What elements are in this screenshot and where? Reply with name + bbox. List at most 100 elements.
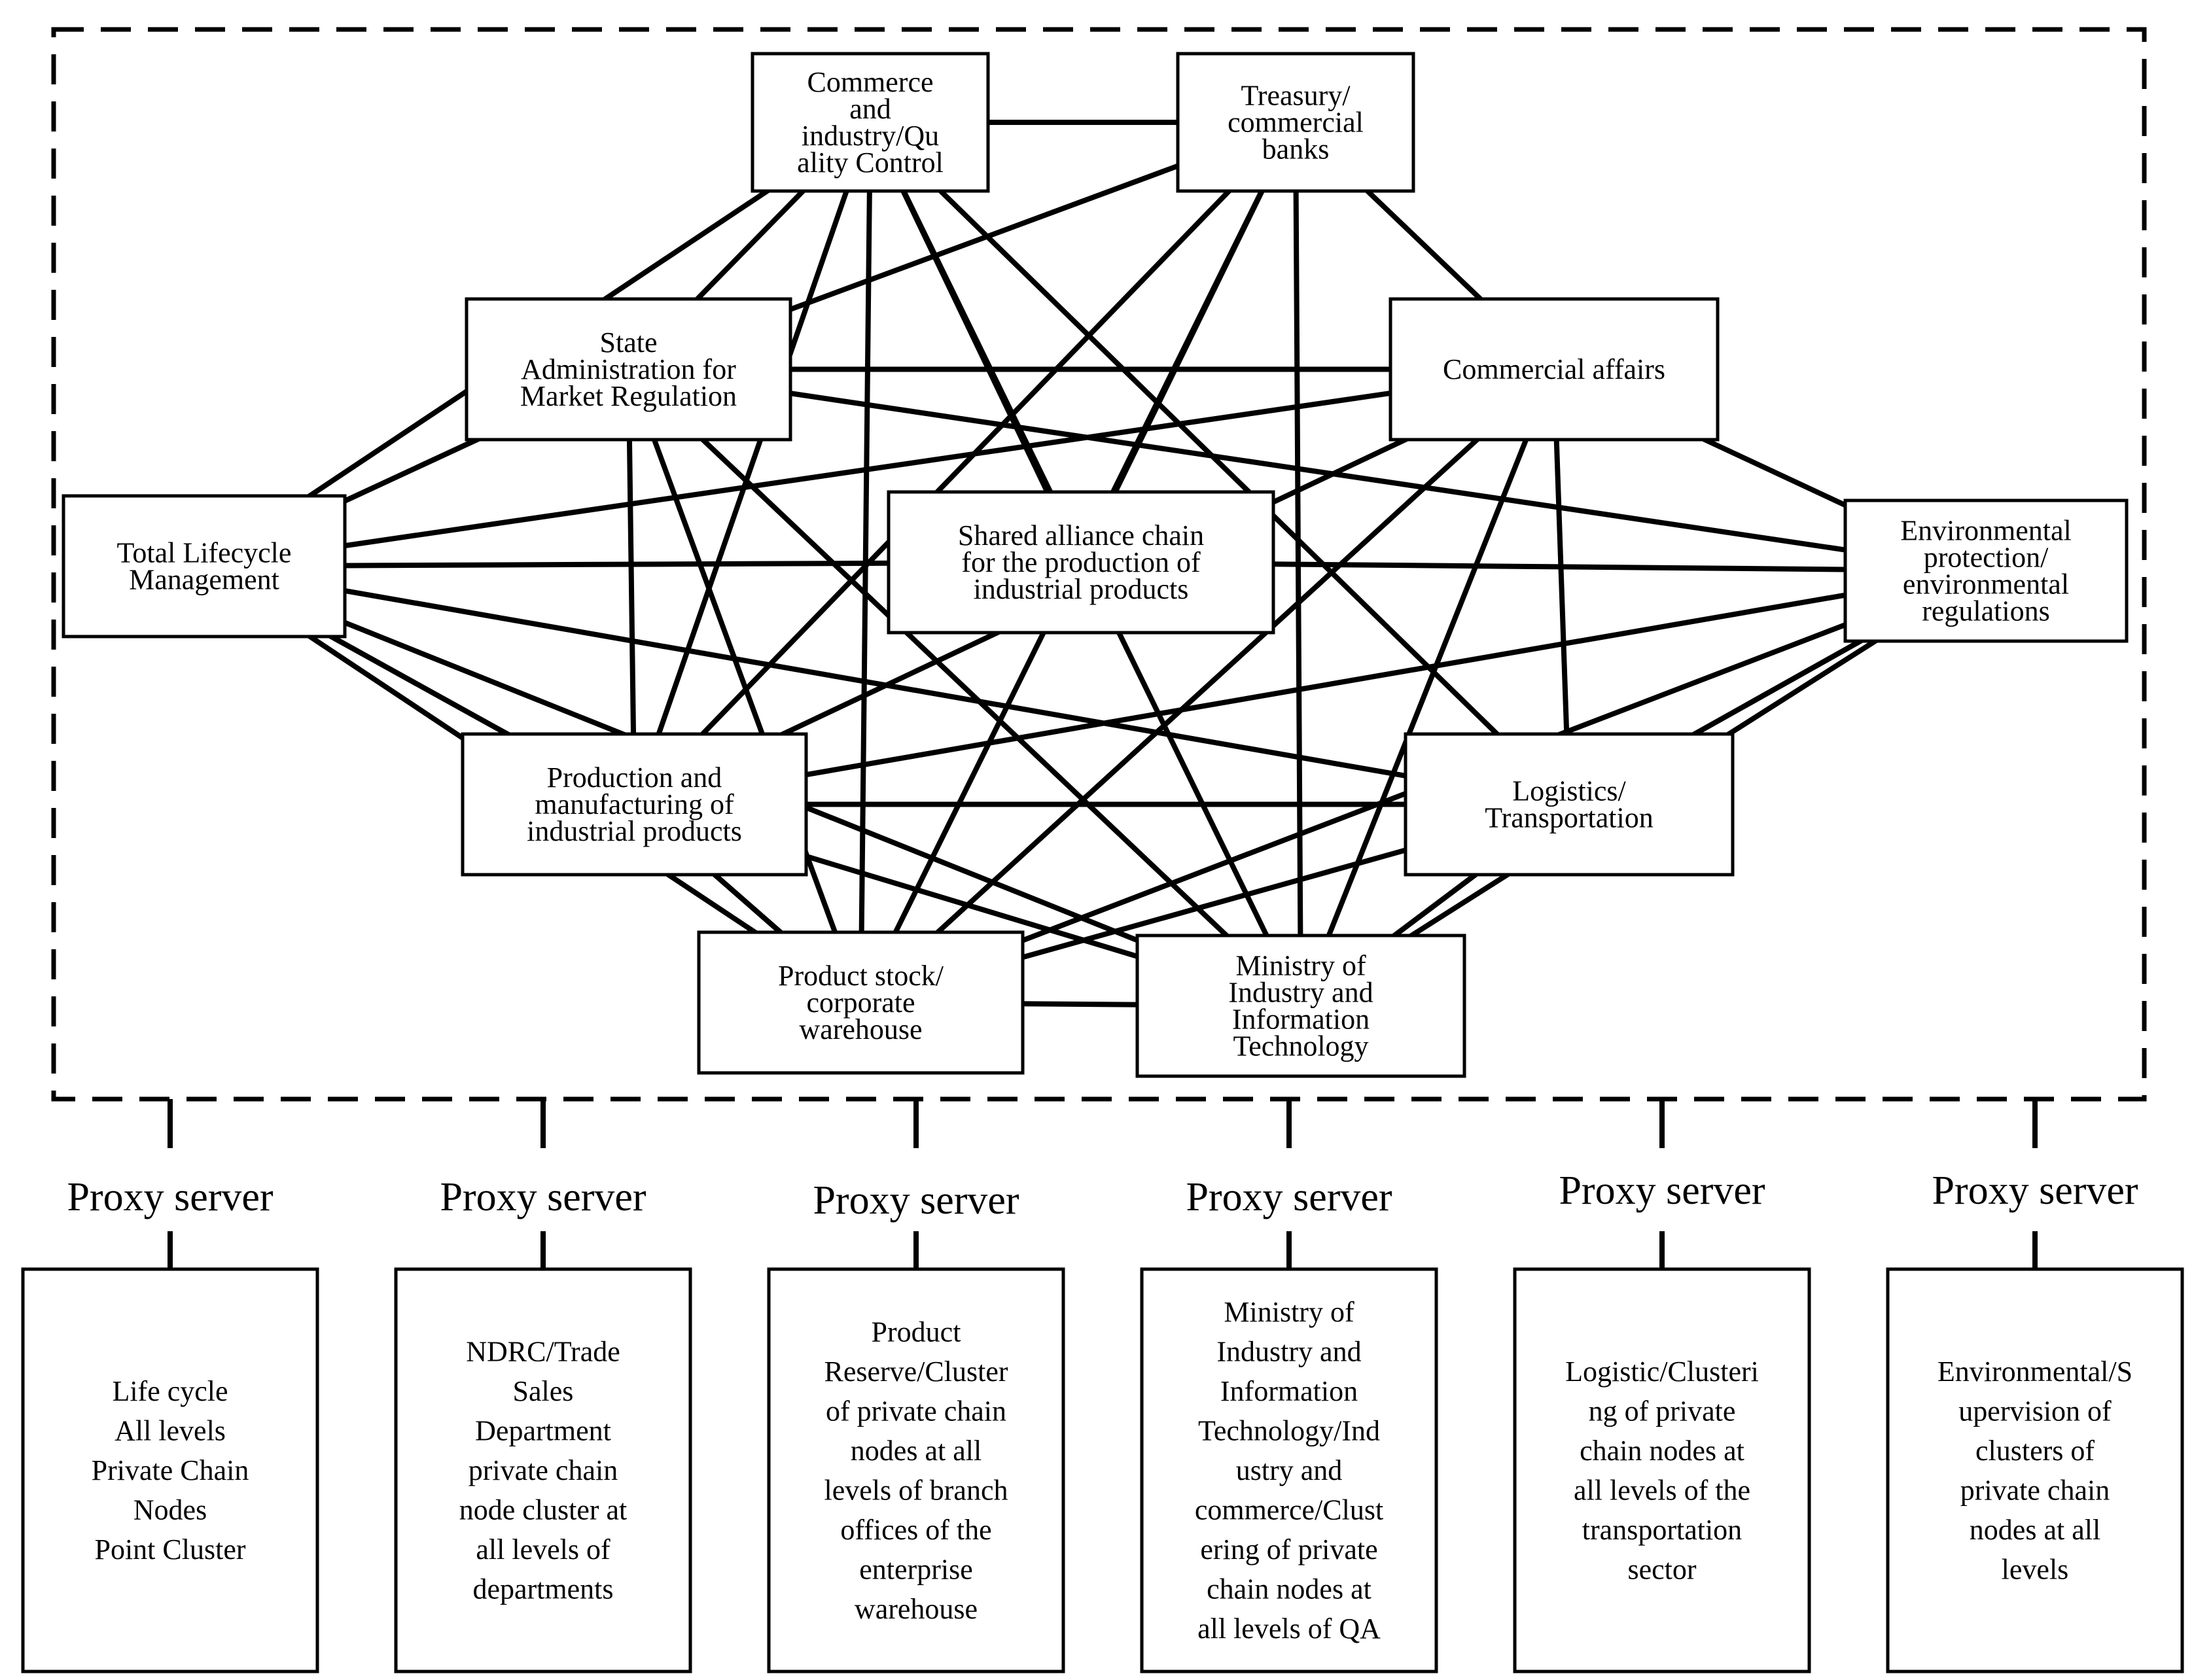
node-box	[1404, 732, 1735, 877]
cluster-label-line: NDRC/Trade	[466, 1336, 620, 1368]
cluster-label-line: Ministry of	[1224, 1296, 1354, 1328]
node-label-line: industrial products	[527, 815, 742, 847]
cluster-box	[21, 1267, 319, 1673]
cluster-label-line: commerce/Clust	[1195, 1494, 1383, 1526]
cluster-label-line: chain nodes at	[1207, 1573, 1371, 1605]
node-box	[62, 494, 347, 639]
cluster-box	[1513, 1267, 1811, 1673]
node-label-line: Total Lifecycle	[117, 537, 292, 569]
node-box	[465, 297, 792, 442]
proxy-servers: Proxy server Proxy server Proxy server Prox…	[67, 1099, 2138, 1269]
cluster-label-line: Logistic/Clusteri	[1565, 1356, 1759, 1388]
node-label-line: for the production of	[961, 546, 1201, 578]
node-ca: Commercial affairs	[1389, 297, 1720, 442]
node-label-line: commercial	[1228, 107, 1364, 139]
cluster-label-line: Product	[872, 1316, 961, 1348]
cluster-label-line: Technology/Ind	[1198, 1415, 1380, 1447]
node-box	[751, 52, 990, 193]
cluster-label-line: ustry and	[1236, 1454, 1343, 1486]
cluster-label-line: nodes at all	[1970, 1514, 2100, 1546]
node-label-line: Treasury/	[1241, 80, 1351, 112]
cluster-label-line: private chain	[1960, 1474, 2110, 1506]
node-label-line: Technology	[1233, 1030, 1368, 1062]
edge-ep-pm	[631, 568, 1989, 807]
proxy-server-label: Proxy server	[1186, 1175, 1392, 1219]
node-label-line: industrial products	[974, 573, 1189, 605]
node-label-line: Product stock/	[778, 960, 944, 992]
proxy-server-label: Proxy server	[440, 1175, 646, 1219]
proxy-server-label: Proxy server	[1559, 1168, 1765, 1213]
cluster-label-line: ering of private	[1200, 1533, 1377, 1566]
edge-sa-ps	[626, 366, 864, 1006]
cluster-label-line: Reserve/Cluster	[824, 1356, 1008, 1388]
node-label-line: environmental	[1903, 569, 2069, 601]
cluster-box	[1140, 1267, 1438, 1673]
cluster-label-line: chain nodes at	[1580, 1435, 1744, 1467]
proxy-server-label: Proxy server	[67, 1175, 273, 1219]
node-box	[1389, 297, 1720, 442]
cluster-label-line: all levels of the	[1574, 1474, 1750, 1506]
node-label-line: Logistics/	[1512, 775, 1626, 807]
node-label-line: ality Control	[797, 147, 944, 179]
cluster-label-line: all levels of QA	[1197, 1613, 1381, 1645]
node-box	[697, 930, 1025, 1075]
edge-ca-tl	[202, 366, 1557, 569]
cluster-label-line: ng of private	[1589, 1395, 1736, 1427]
edge-sa-mi	[626, 366, 1303, 1009]
node-box	[461, 732, 808, 877]
node-box	[887, 490, 1275, 635]
node-label-line: corporate	[806, 987, 915, 1019]
node-label-line: warehouse	[799, 1013, 922, 1045]
cluster-label-line: all levels of	[476, 1533, 610, 1566]
node-label-line: Ministry of	[1235, 950, 1366, 982]
cluster-label-line: warehouse	[855, 1593, 978, 1625]
cluster-label-line: of private chain	[826, 1395, 1006, 1427]
cluster-label-line: Sales	[513, 1375, 574, 1407]
node-box	[1176, 52, 1415, 193]
cluster-box	[1886, 1267, 2184, 1673]
node-label-line: Environmental	[1900, 515, 2072, 547]
cluster-label-line: enterprise	[859, 1553, 972, 1585]
cluster-label-line: private chain	[469, 1454, 618, 1486]
cluster-label-line: Private Chain	[92, 1454, 249, 1486]
cluster-label-line: Environmental/S	[1937, 1356, 2132, 1388]
cluster-label-line: levels	[2002, 1553, 2069, 1585]
cluster-label-line: Industry and	[1216, 1336, 1361, 1368]
cluster-box	[767, 1267, 1065, 1673]
blockchain-network-frame	[51, 27, 2147, 1102]
cluster-label-line: Life cycle	[112, 1375, 228, 1407]
cluster-label-line: Information	[1220, 1375, 1358, 1407]
cluster-c4: Ministry of Industry andInformationTechno…	[1140, 1267, 1438, 1673]
cluster-label-line: nodes at all	[851, 1435, 982, 1467]
node-label-line: protection/	[1924, 542, 2049, 574]
proxy-server-label: Proxy server	[1932, 1168, 2138, 1213]
node-box	[1843, 499, 2129, 643]
cluster-label-line: Department	[475, 1415, 611, 1447]
node-label-line: Market Regulation	[520, 380, 737, 412]
node-label-line: Transportation	[1485, 802, 1654, 834]
cluster-label-line: transportation	[1582, 1514, 1742, 1546]
edge-cq-sh	[868, 120, 1084, 565]
edge-ca-ps	[858, 366, 1557, 1006]
cluster-label-line: upervision of	[1958, 1395, 2112, 1427]
node-label-line: banks	[1262, 133, 1330, 166]
node-label-line: Commerce	[807, 66, 933, 98]
cluster-label-line: levels of branch	[824, 1474, 1008, 1506]
cluster-label-line: departments	[472, 1573, 613, 1605]
node-label-line: State	[600, 326, 658, 359]
proxy-server-label: Proxy server	[813, 1178, 1019, 1223]
cluster-label-line: node cluster at	[459, 1494, 628, 1526]
node-label-line: Shared alliance chain	[958, 519, 1204, 551]
